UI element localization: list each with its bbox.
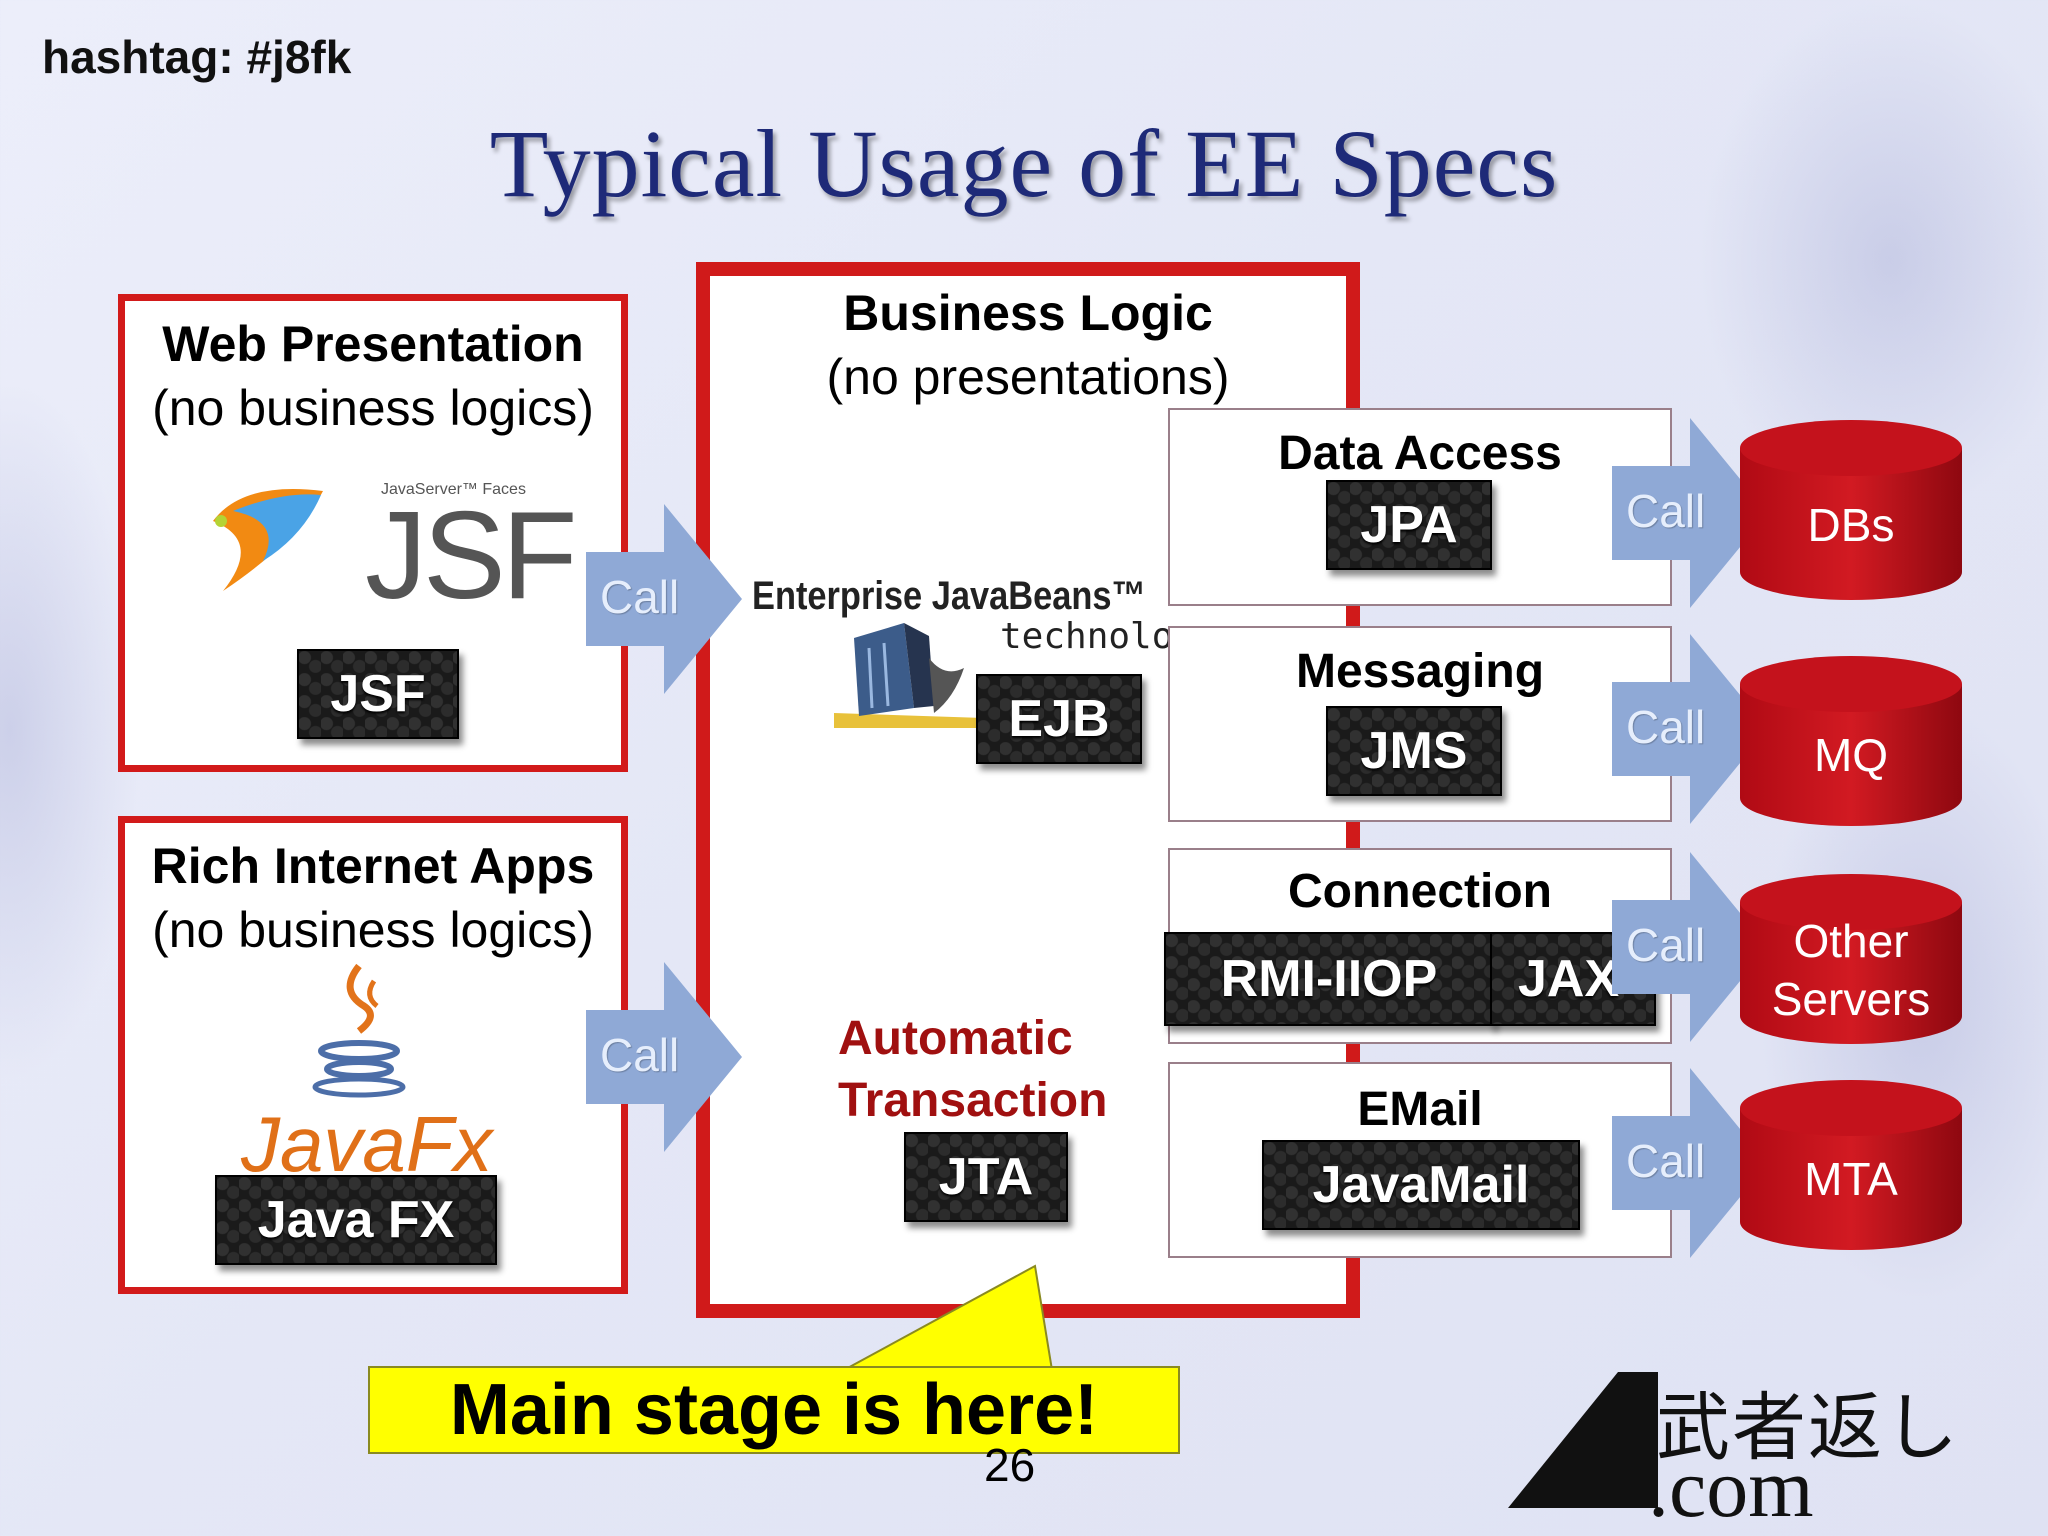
service-label: Connection xyxy=(1288,865,1552,918)
ria-title: Rich Internet Apps xyxy=(151,838,595,894)
hashtag-label: hashtag: #j8fk xyxy=(42,31,352,83)
call-arrow-to-mq: Call xyxy=(1612,634,1772,829)
service-label: Data Access xyxy=(1278,427,1562,480)
business-logic-heading: Business Logic (no presentations) xyxy=(710,284,1346,406)
callout-banner: Main stage is here! xyxy=(368,1366,1180,1454)
web-presentation-heading: Web Presentation (no business logics) xyxy=(125,315,621,437)
web-presentation-subtitle: (no business logics) xyxy=(152,380,594,436)
web-presentation-box: Web Presentation (no business logics) Ja… xyxy=(118,294,628,772)
ria-heading: Rich Internet Apps (no business logics) xyxy=(125,837,621,959)
service-data-access: Data Access JPA xyxy=(1168,408,1672,606)
transaction-label: Automatic Transaction xyxy=(838,1008,1107,1132)
call-arrow-web-to-ejb: Call xyxy=(586,504,746,699)
mta-label: MTA xyxy=(1804,1153,1898,1205)
call-arrow-ria-to-ejb: Call xyxy=(586,962,746,1157)
java-cup-icon xyxy=(312,963,406,1098)
call-label: Call xyxy=(1626,485,1706,537)
dbs-label: DBs xyxy=(1807,499,1895,551)
other-servers-label: Other Servers xyxy=(1740,912,1962,1028)
brand-com-text: .com xyxy=(1648,1442,1814,1535)
web-presentation-title: Web Presentation xyxy=(162,316,584,372)
javafx-badge: Java FX xyxy=(215,1175,497,1265)
call-arrow-icon xyxy=(1612,634,1768,824)
cylinder-shape xyxy=(1740,656,1962,826)
jpa-badge: JPA xyxy=(1326,480,1492,570)
transaction-line1: Automatic xyxy=(838,1012,1073,1065)
call-label: Call xyxy=(1626,701,1706,753)
ejb-badge: EJB xyxy=(976,674,1142,764)
other-servers-line1: Other xyxy=(1793,915,1909,967)
call-label: Call xyxy=(1626,1135,1706,1187)
jsf-badge: JSF xyxy=(297,649,459,739)
brand-jp-text: 武者返し xyxy=(1656,1385,1960,1471)
service-label: EMail xyxy=(1357,1083,1483,1136)
javamail-badge: JavaMail xyxy=(1262,1140,1580,1230)
brand-mark-icon xyxy=(1508,1372,1658,1508)
other-servers-line2: Servers xyxy=(1771,973,1931,1025)
other-servers-cylinder: Other Servers xyxy=(1740,874,1962,1049)
page-number: 26 xyxy=(984,1439,1036,1491)
call-arrow-icon xyxy=(1612,418,1768,608)
call-arrow-to-mta: Call xyxy=(1612,1068,1772,1263)
rich-internet-apps-box: Rich Internet Apps (no business logics) … xyxy=(118,816,628,1294)
callout-pointer xyxy=(843,1264,1054,1371)
call-arrow-icon xyxy=(586,504,742,694)
jsf-logo-caption: JavaServer™ Faces xyxy=(381,481,526,498)
jta-badge: JTA xyxy=(904,1132,1068,1222)
jsf-logo-icon xyxy=(213,489,323,591)
jsf-logo-text: JSF xyxy=(365,487,577,625)
mq-label: MQ xyxy=(1813,729,1889,781)
mta-cylinder: MTA xyxy=(1740,1080,1962,1255)
call-label: Call xyxy=(1626,919,1706,971)
cylinder-shape xyxy=(1740,1080,1962,1250)
call-arrow-icon xyxy=(586,962,742,1152)
rmi-iiop-badge: RMI-IIOP xyxy=(1164,932,1494,1026)
service-email: EMail JavaMail xyxy=(1168,1062,1672,1258)
transaction-line2: Transaction xyxy=(838,1074,1108,1127)
call-label: Call xyxy=(600,1029,680,1081)
slide-title: Typical Usage of EE Specs xyxy=(489,110,1559,217)
ejb-logo-line1: Enterprise JavaBeans™ xyxy=(752,574,1146,618)
mq-cylinder: MQ xyxy=(1740,656,1962,831)
call-arrow-icon xyxy=(1612,852,1768,1042)
jms-badge: JMS xyxy=(1326,706,1502,796)
call-label: Call xyxy=(600,571,680,623)
call-arrow-to-dbs: Call xyxy=(1612,418,1772,613)
cylinder-shape xyxy=(1740,420,1962,600)
business-logic-subtitle: (no presentations) xyxy=(826,349,1230,405)
dbs-cylinder: DBs xyxy=(1740,420,1962,605)
ria-subtitle: (no business logics) xyxy=(152,902,594,958)
call-arrow-to-other-servers: Call xyxy=(1612,852,1772,1047)
business-logic-title: Business Logic xyxy=(843,285,1213,341)
call-arrow-icon xyxy=(1612,1068,1768,1258)
javafx-logo-text: JavaFx xyxy=(241,1100,493,1188)
ejb-building-icon xyxy=(834,623,984,728)
service-label: Messaging xyxy=(1295,645,1545,698)
cylinder-shape xyxy=(1740,874,1962,1044)
service-messaging: Messaging JMS xyxy=(1168,626,1672,822)
